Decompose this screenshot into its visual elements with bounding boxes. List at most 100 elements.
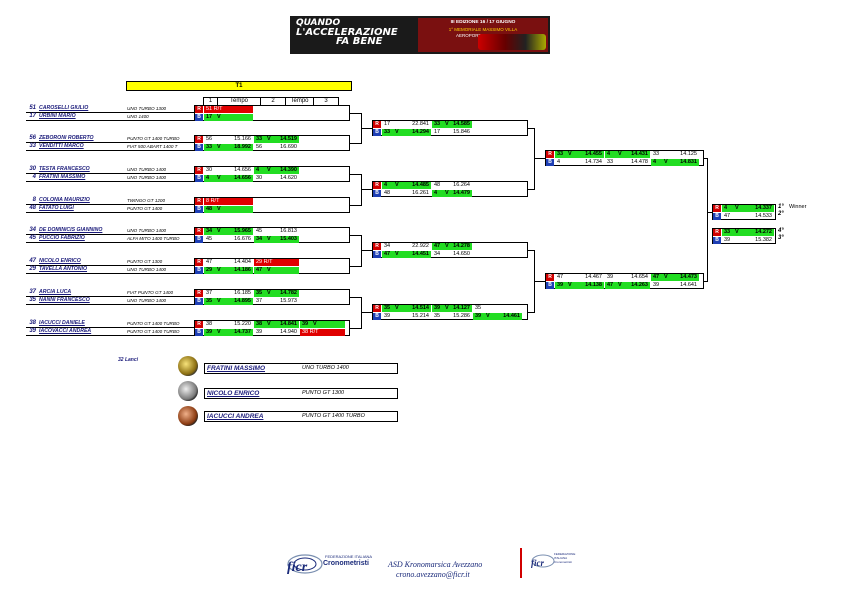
run-lane-number: 4 [557, 158, 561, 165]
organizer-name: ASD Kronomarsica Avezzano [388, 560, 483, 569]
podium-first: FRATINI MASSIMO UNO TURBO 1400 [204, 363, 398, 374]
entrant-car: FIAT PUNTO GT 1400 [127, 290, 174, 295]
entrant-name: FATATO LUIGI [39, 205, 74, 211]
run-lane-number: 47 [256, 266, 263, 273]
run-lane-number: 38 [256, 321, 263, 327]
lane-blue-badge: B [195, 235, 203, 243]
entrant-rule [26, 204, 202, 205]
run-time: 16.813 [280, 228, 297, 234]
lane-blue-badge: B [373, 189, 381, 197]
run-time: 14.940 [280, 328, 297, 335]
run-win-mark: V [395, 305, 399, 311]
run-lane-number: 33 [384, 128, 391, 135]
run-lane-number: 4 [607, 151, 611, 157]
run-time: 14.485 [412, 182, 429, 188]
run-lane-number: 34 [256, 235, 263, 242]
bracket-line [350, 328, 362, 329]
bracket-line [361, 189, 372, 190]
run-time: 14.294 [412, 128, 429, 135]
podium-third-car: PUNTO GT 1400 TURBO [302, 413, 365, 419]
run-time: 14.337 [755, 205, 772, 211]
run-lane-number: 30 [206, 167, 213, 173]
entrant-car: PUNTO GT 1300 [127, 259, 163, 264]
run-time: 14.390 [280, 167, 297, 173]
bracket-line [350, 297, 362, 298]
entrant-car: PUNTO GT 1400 TURBO [127, 136, 180, 141]
place-third: 3° [778, 235, 784, 241]
entrant-rule [26, 142, 202, 143]
lane-red-badge: R [195, 321, 203, 328]
run-cell-rt: 29 R/T [254, 259, 299, 266]
bracket-line [528, 312, 535, 313]
run-time: 14.656 [234, 174, 251, 181]
run-lane-number: 29 R/T [256, 259, 273, 265]
run-lane-number: 39 [724, 236, 731, 243]
run-lane-number: 35 [384, 305, 391, 311]
entrant-car: UNO TURBO 1300 [127, 106, 167, 111]
entrant-name: NANNI FRANCESCO [39, 297, 90, 303]
bracket-line [350, 205, 362, 206]
ficr-small-swirl-icon [531, 554, 555, 568]
run-time: 15.973 [280, 297, 297, 304]
podium-second: NICOLO ENRICO PUNTO GT 1300 [204, 388, 398, 399]
run-time: 14.461 [503, 312, 520, 319]
run-lane-number: 4 [384, 182, 388, 188]
run-time: 22.922 [412, 243, 429, 249]
runs-count: 32 Lanci [118, 357, 139, 363]
banner-edition: III EDIZIONE 16 / 17 GIUGNO [450, 20, 516, 25]
run-lane-number: 48 [206, 205, 213, 212]
run-time: 14.467 [585, 274, 602, 280]
entrant-car: TWINGO GT 1200 [127, 198, 166, 203]
lane-red-badge: R [195, 136, 203, 143]
lane-blue-badge: B [546, 281, 554, 289]
run-time: 14.533 [755, 212, 772, 219]
run-time: 14.519 [280, 136, 297, 142]
lane-blue-badge: B [195, 328, 203, 336]
run-lane-number: 4 [653, 158, 657, 165]
lane-red-badge: R [713, 205, 721, 212]
fed-line1: FEDERAZIONE ITALIANA [325, 554, 373, 559]
lane-red-badge: R [195, 228, 203, 235]
run-time: 14.782 [280, 290, 297, 296]
bracket-line [361, 312, 372, 313]
entrant-name: DE DOMINICIS GIANNINO [39, 227, 103, 233]
banner-cars-image [478, 34, 546, 50]
ficr-wordmark: ficr [287, 560, 308, 575]
ficr-small-text: FEDERAZIONE ITALIANA Cronometristi [554, 552, 576, 564]
lane-red-badge: R [546, 151, 554, 158]
bracket-line [361, 235, 362, 267]
run-win-mark: V [313, 321, 317, 327]
run-time: 14.263 [631, 281, 648, 288]
entrant-number: 35 [29, 297, 36, 303]
run-lane-number: 39 [607, 274, 614, 280]
bracket-line [361, 250, 372, 251]
run-time: 14.455 [585, 151, 602, 157]
run-win-mark: V [267, 290, 271, 296]
lane-red-badge: R [373, 243, 381, 250]
run-lane-number: 17 [384, 121, 391, 127]
run-win-mark: V [217, 266, 221, 273]
run-lane-number: 39 [434, 305, 441, 311]
entrant-name: IACUCCI DANIELE [39, 320, 85, 326]
run-time: 16.261 [412, 189, 429, 196]
